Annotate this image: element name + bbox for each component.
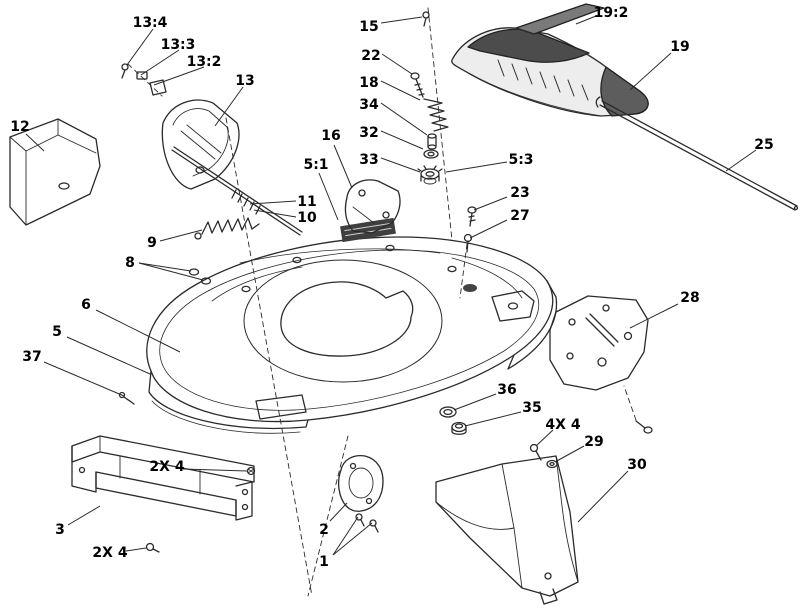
callout-label: 1	[319, 554, 329, 570]
leader-line	[453, 393, 497, 411]
callout-label: 32	[359, 125, 378, 141]
callout-label: 10	[297, 210, 317, 226]
leader-line	[138, 262, 204, 281]
leader-line	[332, 522, 373, 556]
decal-19-2	[515, 3, 605, 35]
callout-label: 8	[125, 255, 135, 271]
leader-line	[554, 445, 585, 463]
callout-label: 19:2	[594, 5, 629, 21]
callout-label: 13	[235, 73, 254, 89]
callout-label: 2X 4	[149, 459, 184, 475]
leader-line	[253, 209, 297, 218]
washers-36-35	[439, 406, 467, 435]
side-baffle-12	[9, 118, 101, 226]
leader-line	[445, 161, 508, 173]
leader-line	[318, 172, 339, 221]
leader-line	[153, 66, 205, 86]
callout-label: 15	[359, 19, 378, 35]
leader-line	[464, 411, 522, 427]
leader-line	[380, 157, 421, 173]
callout-label: 6	[81, 297, 91, 313]
callout-label: 2X 4	[92, 545, 127, 561]
callout-label: 12	[10, 119, 29, 135]
leader-line	[67, 505, 101, 526]
discharge-cover-30	[435, 455, 579, 605]
leader-line	[43, 361, 125, 397]
callout-label: 13:4	[133, 15, 168, 31]
leader-line	[380, 102, 428, 136]
callout-labels: 13:413:313:213152218343233165:119:219255…	[10, 5, 773, 570]
leader-line	[381, 53, 413, 75]
callout-label: 30	[627, 457, 647, 473]
leader-line	[629, 52, 672, 91]
rod-11-springs-9-10	[171, 146, 303, 240]
screw-37	[118, 391, 135, 405]
leader-line	[138, 262, 192, 272]
rod-25	[595, 96, 799, 211]
callout-label: 27	[510, 208, 529, 224]
callout-label: 25	[754, 137, 773, 153]
leader-line	[473, 196, 508, 211]
leader-line	[329, 502, 348, 522]
callout-label: 5:3	[508, 152, 533, 168]
side-plate-28	[549, 295, 653, 434]
callout-label: 3	[55, 522, 65, 538]
callout-label: 28	[680, 290, 699, 306]
leader-line	[629, 303, 679, 329]
leader-line	[380, 16, 423, 24]
callout-label: 5:1	[303, 157, 328, 173]
callout-label: 22	[361, 48, 380, 64]
leader-lines	[25, 15, 757, 556]
leader-line	[575, 15, 597, 25]
leader-line	[249, 200, 297, 205]
leader-line	[333, 144, 353, 189]
leader-line	[380, 80, 421, 101]
bolts-23-27	[463, 206, 477, 253]
leader-line	[95, 309, 181, 353]
leader-line	[577, 470, 629, 523]
leader-line	[332, 516, 359, 556]
bracket-16	[344, 179, 401, 234]
carriage-bolts-2x4	[145, 466, 256, 553]
callout-label: 37	[22, 349, 41, 365]
leader-line	[159, 229, 203, 242]
callout-label: 36	[497, 382, 516, 398]
bracket-hardware-13-2-3-4	[121, 63, 167, 96]
leader-line	[126, 28, 154, 66]
upper-cover-19	[451, 27, 649, 117]
leader-line	[469, 219, 508, 239]
fasteners-15-22-18-34-32-33	[410, 11, 449, 185]
callout-label: 9	[147, 235, 157, 251]
callout-label: 23	[510, 185, 529, 201]
callout-label: 18	[359, 75, 378, 91]
callout-label: 11	[297, 194, 316, 210]
deck-housing	[146, 236, 558, 434]
callout-label: 13:2	[187, 54, 222, 70]
callout-label: 16	[321, 128, 340, 144]
leader-line	[140, 49, 180, 76]
construction-lines	[127, 7, 637, 597]
leader-line	[25, 133, 45, 152]
callout-label: 4X 4	[545, 417, 580, 433]
leader-line	[214, 86, 244, 127]
leader-line	[535, 429, 554, 447]
callout-label: 13:3	[161, 37, 196, 53]
washers-8	[188, 268, 212, 285]
handle-bracket-13	[161, 99, 240, 190]
callout-label: 5	[52, 324, 62, 340]
leader-line	[125, 547, 147, 552]
callout-label: 29	[584, 434, 603, 450]
support-bracket-3	[71, 435, 255, 521]
leader-line	[380, 130, 424, 150]
callout-label: 33	[359, 152, 378, 168]
callout-label: 35	[522, 400, 541, 416]
leader-line	[182, 468, 248, 472]
cover-plate-2-bolts-1	[337, 454, 384, 533]
callout-label: 2	[319, 522, 329, 538]
callout-label: 34	[359, 97, 379, 113]
leader-line	[725, 149, 757, 172]
callout-label: 19	[670, 39, 689, 55]
leader-line	[66, 336, 151, 375]
